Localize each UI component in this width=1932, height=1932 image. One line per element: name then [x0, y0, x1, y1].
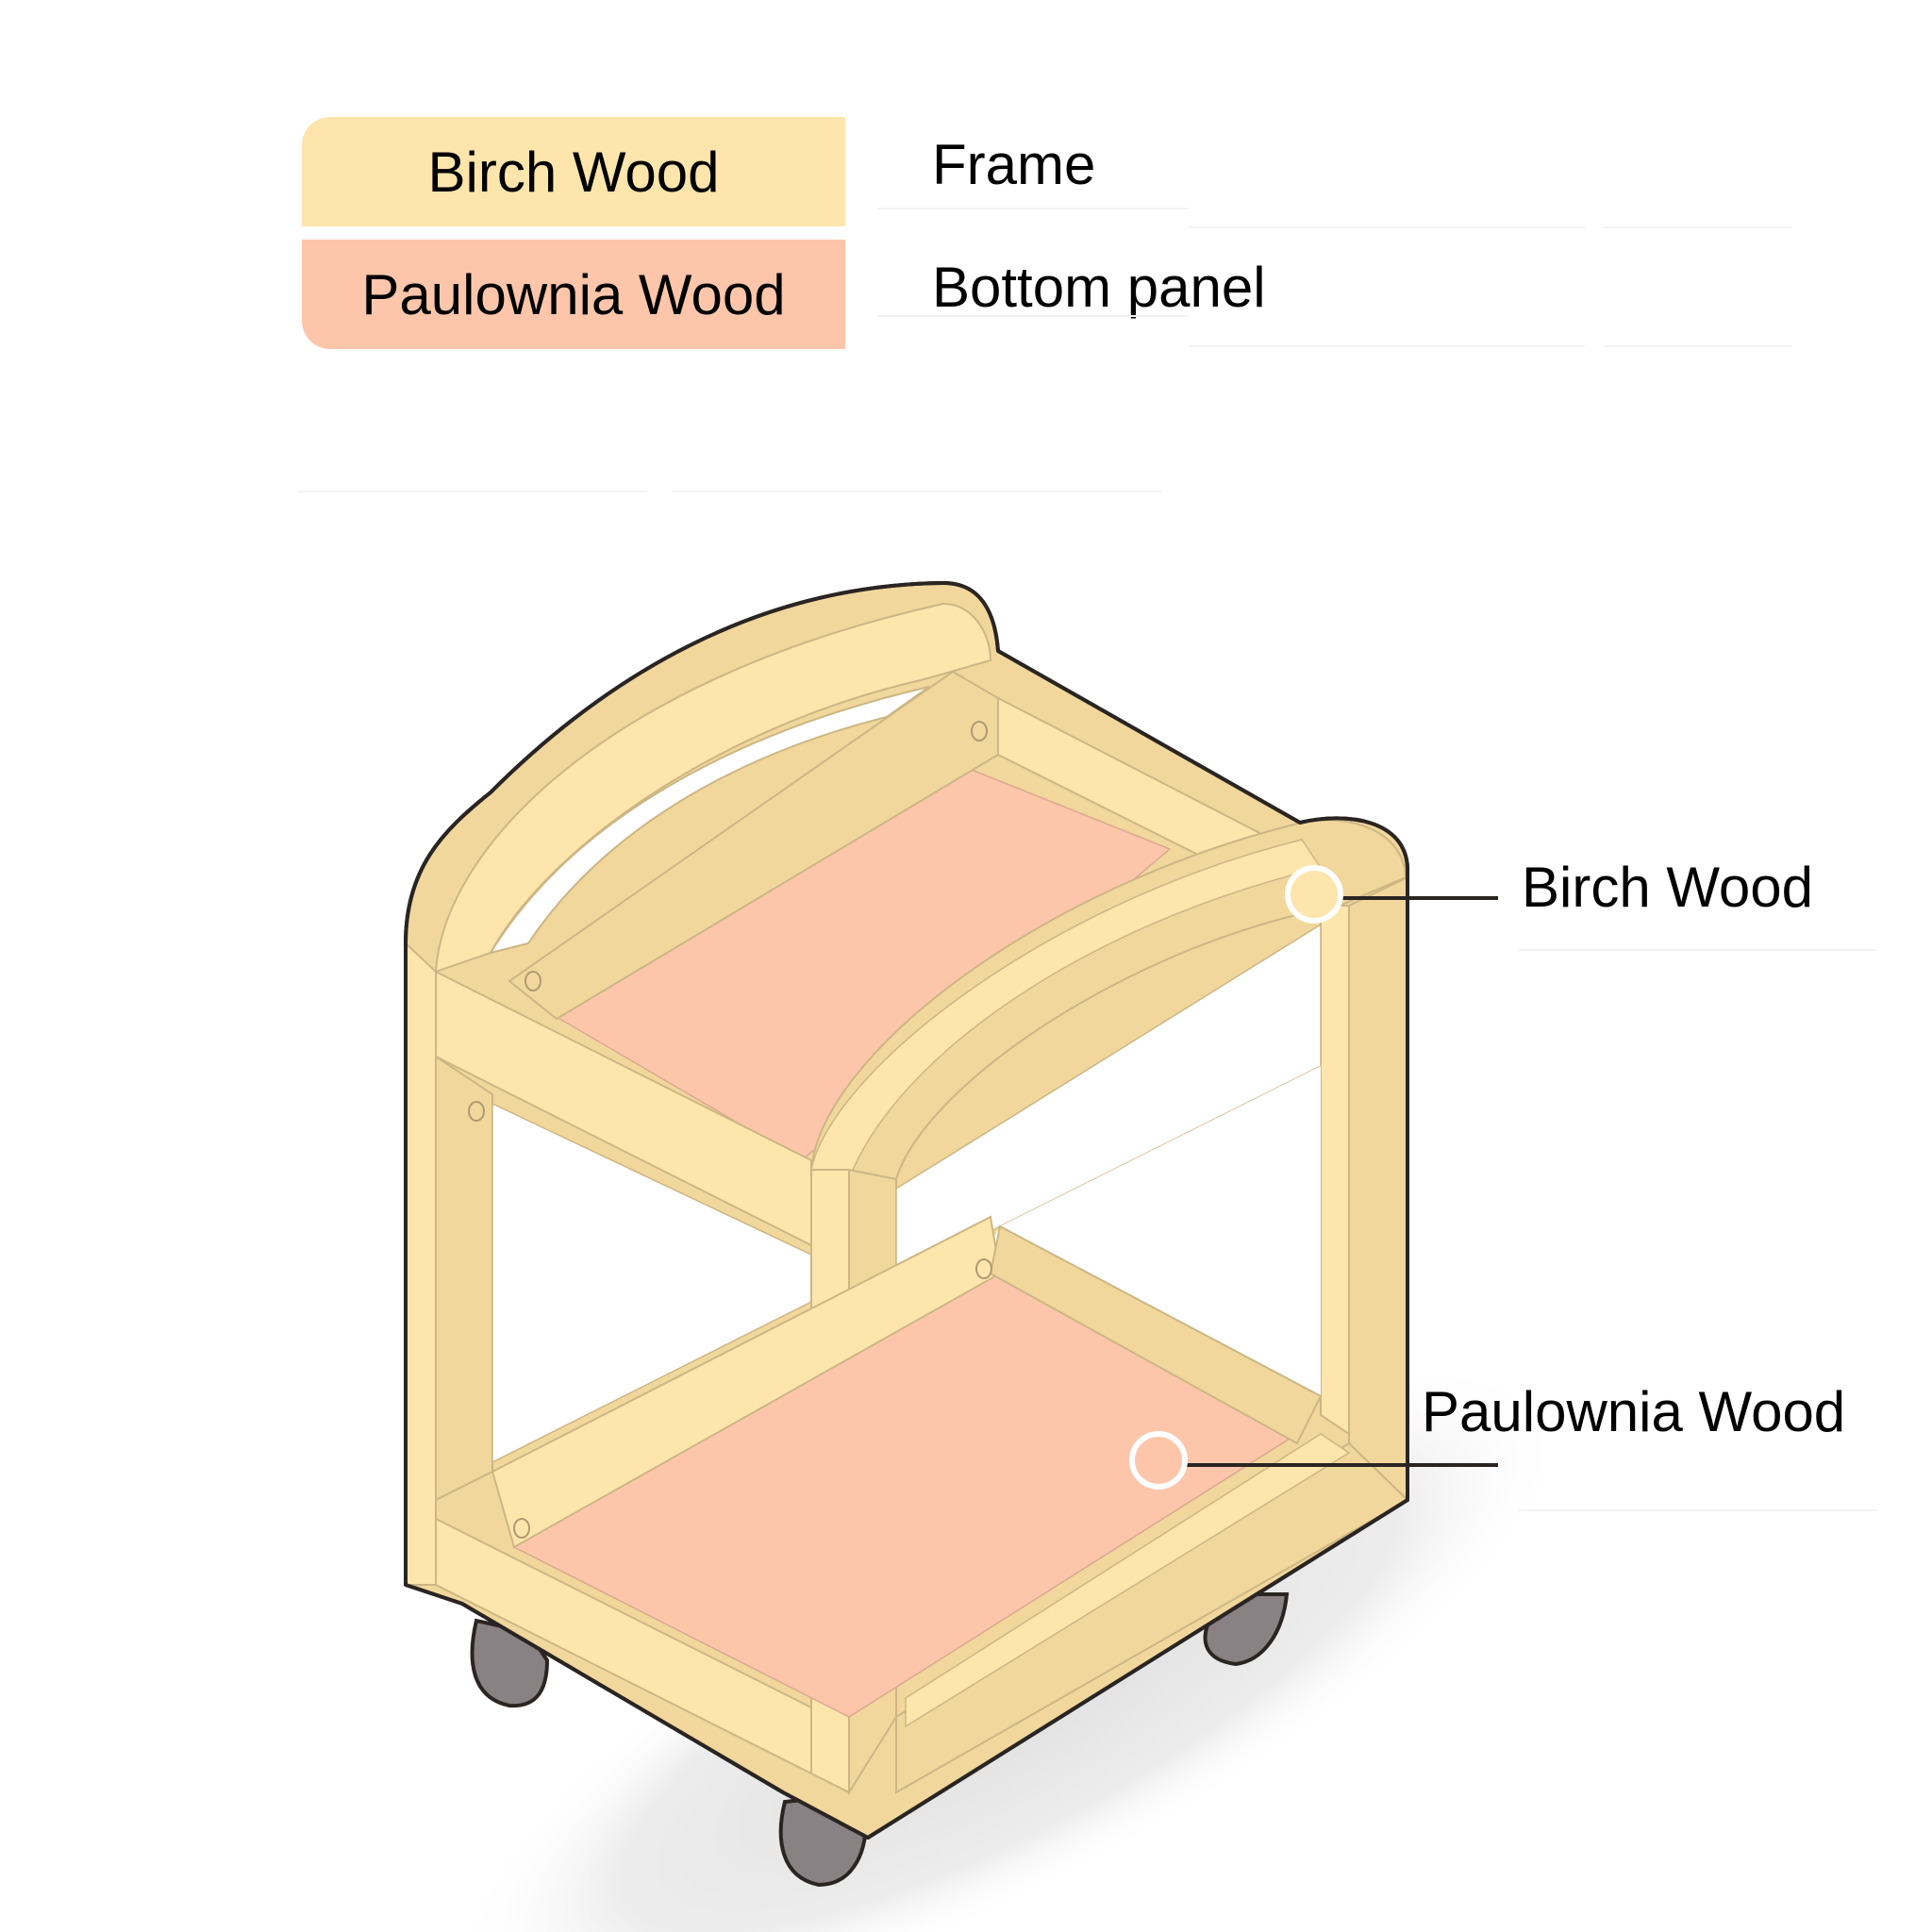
cart-frame [404, 581, 1409, 1840]
legend-part-label: Bottom panel [932, 255, 1266, 319]
legend-swatch-paulownia-wood: Paulownia Wood [302, 240, 845, 349]
divider [1189, 345, 1585, 347]
legend-material-label: Birch Wood [427, 140, 720, 204]
callout-paulownia-wood [1129, 1431, 1498, 1490]
callout-marker-icon [1129, 1431, 1188, 1490]
divider [298, 491, 647, 492]
legend-row-birch: Birch Wood Frame [302, 117, 1811, 228]
divider [877, 315, 1189, 317]
divider [1604, 226, 1792, 228]
materials-legend: Birch Wood Frame Paulownia Wood Bottom p… [302, 117, 1811, 349]
divider [1519, 1509, 1877, 1511]
callout-label-paulownia-wood: Paulownia Wood [1422, 1380, 1846, 1443]
callout-birch-wood [1285, 865, 1498, 924]
divider [1519, 949, 1877, 951]
legend-material-label: Paulownia Wood [361, 262, 786, 326]
screw-icon [468, 721, 992, 1539]
divider [1604, 345, 1792, 347]
legend-swatch-birch-wood: Birch Wood [302, 117, 845, 226]
callout-marker-icon [1285, 865, 1343, 924]
divider [877, 208, 1189, 209]
legend-part-label: Frame [932, 132, 1096, 196]
legend-row-paulownia: Paulownia Wood Bottom panel [302, 240, 1811, 349]
divider [672, 491, 1162, 492]
divider [1189, 226, 1585, 228]
callout-label-birch-wood: Birch Wood [1522, 856, 1814, 919]
